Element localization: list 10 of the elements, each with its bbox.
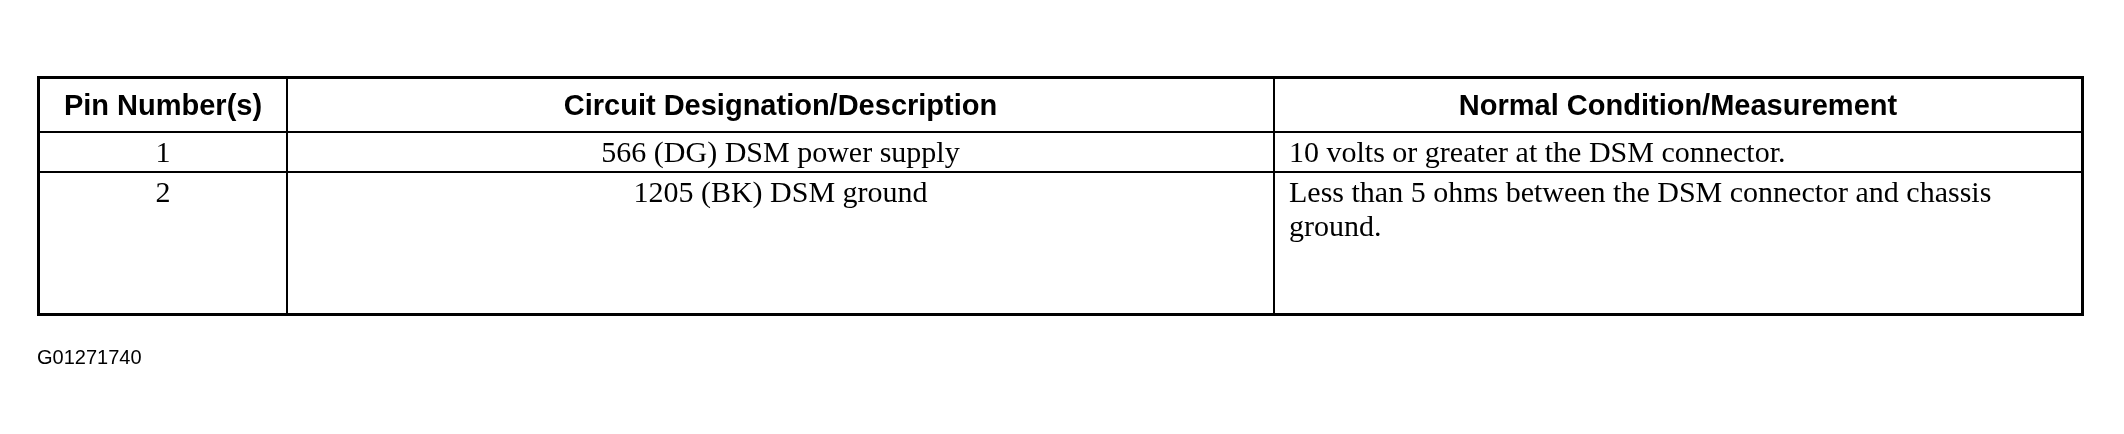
pin-number: 1 [155, 135, 171, 168]
column-heading: Pin Number(s) [63, 88, 263, 121]
condition-text: 10 volts or greater at the DSM connector. [1289, 135, 1786, 168]
figure-code: G01271740 [37, 346, 142, 369]
circuit-description: 566 (DG) DSM power supply [601, 135, 960, 168]
column-heading: Normal Condition/Measurement [1458, 88, 1898, 121]
circuit-description: 1205 (BK) DSM ground [633, 175, 928, 208]
pin-number: 2 [155, 175, 171, 208]
column-heading: Circuit Designation/Description [563, 88, 998, 121]
condition-text: Less than 5 ohms between the DSM connector and chassis ground. [1289, 175, 1992, 242]
